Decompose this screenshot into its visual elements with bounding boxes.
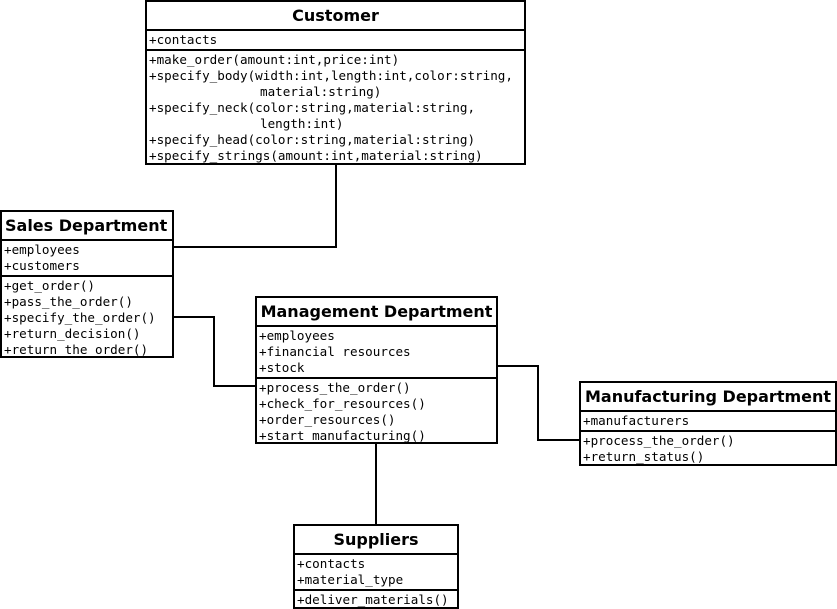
attribute: +stock bbox=[259, 360, 305, 375]
attribute: +material_type bbox=[297, 572, 404, 587]
operation: +order_resources() bbox=[259, 412, 396, 427]
class-customer[interactable]: Customer +contacts +make_order(amount:in… bbox=[145, 0, 526, 165]
attribute: +contacts bbox=[297, 556, 366, 571]
operation: +start_manufacturing() bbox=[259, 428, 426, 443]
operation: +return_decision() bbox=[4, 326, 141, 341]
operation-continuation: length:int) bbox=[260, 116, 344, 131]
class-name: Manufacturing Department bbox=[581, 383, 835, 412]
operation: +deliver_materials() bbox=[297, 592, 449, 607]
operation: +make_order(amount:int,price:int) bbox=[149, 52, 400, 67]
class-sales-department[interactable]: Sales Department +employees +customers +… bbox=[0, 210, 174, 358]
class-name: Customer bbox=[147, 2, 524, 31]
attribute: +financial resources bbox=[259, 344, 411, 359]
attribute: +employees bbox=[259, 328, 335, 343]
class-name: Management Department bbox=[257, 298, 496, 327]
attributes-section: +employees +customers bbox=[2, 241, 172, 277]
operation: +specify_neck(color:string,material:stri… bbox=[149, 100, 476, 115]
operation: +return_status() bbox=[583, 449, 705, 464]
class-name: Sales Department bbox=[2, 212, 172, 241]
attributes-section: +employees +financial resources +stock bbox=[257, 327, 496, 379]
attribute: +employees bbox=[4, 242, 80, 257]
operation: +specify_body(width:int,length:int,color… bbox=[149, 68, 513, 83]
attribute: +customers bbox=[4, 258, 80, 273]
operations-section: +process_the_order() +check_for_resource… bbox=[257, 379, 496, 445]
operations-section: +get_order() +pass_the_order() +specify_… bbox=[2, 277, 172, 359]
operation: +process_the_order() bbox=[583, 433, 735, 448]
operation: +specify_strings(amount:int,material:str… bbox=[149, 148, 483, 163]
attributes-section: +contacts +material_type bbox=[295, 555, 457, 591]
class-suppliers[interactable]: Suppliers +contacts +material_type +deli… bbox=[293, 524, 459, 609]
association-management-manufacturing bbox=[496, 365, 580, 441]
operation: +pass_the_order() bbox=[4, 294, 133, 309]
operations-section: +make_order(amount:int,price:int) +speci… bbox=[147, 51, 524, 165]
operation: +specify_head(color:string,material:stri… bbox=[149, 132, 476, 147]
operation: +process_the_order() bbox=[259, 380, 411, 395]
attributes-section: +manufacturers bbox=[581, 412, 835, 432]
association-sales-management bbox=[173, 316, 256, 387]
attribute: +manufacturers bbox=[583, 413, 690, 428]
operation: +check_for_resources() bbox=[259, 396, 426, 411]
operations-section: +deliver_materials() bbox=[295, 591, 457, 609]
class-manufacturing-department[interactable]: Manufacturing Department +manufacturers … bbox=[579, 381, 837, 466]
operation-continuation: material:string) bbox=[260, 84, 382, 99]
attribute: +contacts bbox=[149, 32, 218, 47]
operation: +get_order() bbox=[4, 278, 95, 293]
operation: +specify_the_order() bbox=[4, 310, 156, 325]
association-customer-sales bbox=[173, 164, 337, 248]
attributes-section: +contacts bbox=[147, 31, 524, 51]
operation: +return_the_order() bbox=[4, 342, 149, 357]
class-name: Suppliers bbox=[295, 526, 457, 555]
operations-section: +process_the_order() +return_status() bbox=[581, 432, 835, 466]
class-management-department[interactable]: Management Department +employees +financ… bbox=[255, 296, 498, 444]
